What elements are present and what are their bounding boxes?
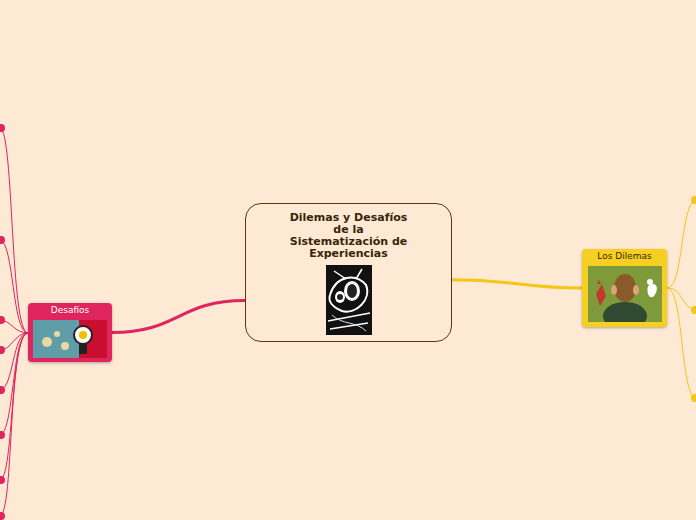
main-topic: Desafíos [28, 303, 112, 362]
topic-illustration [33, 320, 107, 362]
topic-illustration [326, 265, 372, 339]
topic-text: Desafíos [30, 306, 110, 316]
branch-connector [452, 280, 582, 288]
branch-connector [112, 301, 245, 333]
main-topic: Los Dilemas [582, 249, 667, 327]
topic-text: Los Dilemas [585, 252, 665, 262]
left-dots [0, 124, 5, 520]
topic-illustration [588, 266, 662, 326]
right-dots [691, 196, 696, 402]
topic-text: Dilemas y Desafíos de la Sistematización… [289, 212, 409, 260]
central-topic: Dilemas y Desafíos de la Sistematización… [245, 203, 452, 342]
right-branches [667, 200, 696, 398]
